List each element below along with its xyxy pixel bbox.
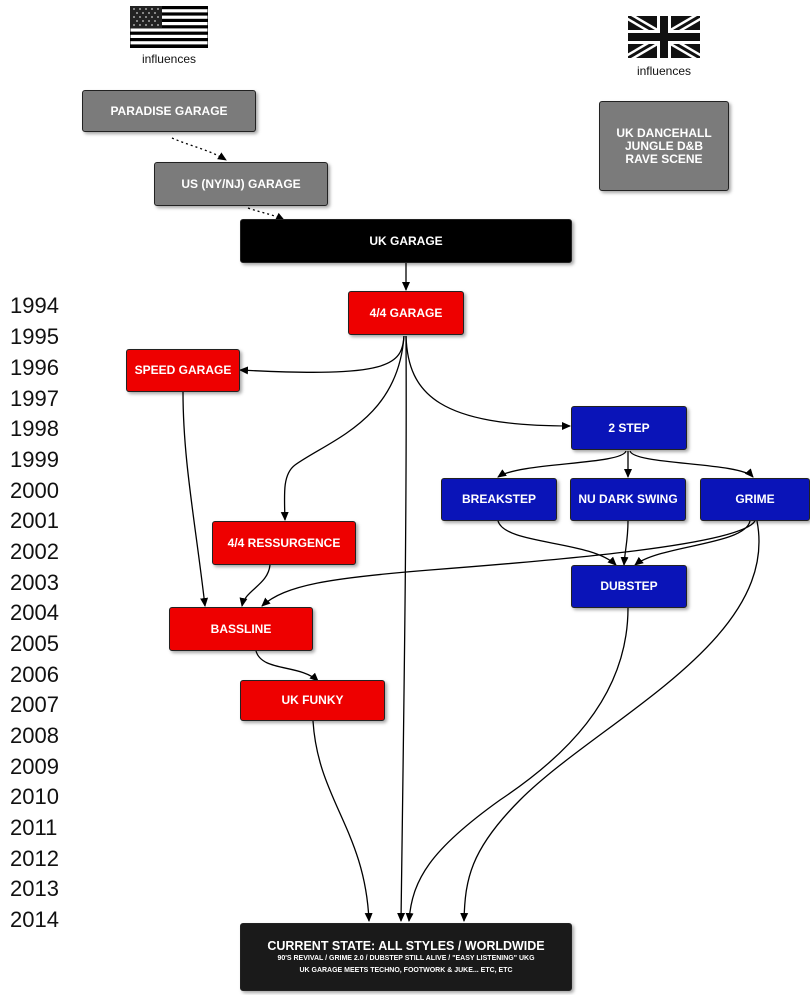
edge-grime-to-dubstep xyxy=(634,520,751,566)
node-uk-influences: UK DANCEHALL JUNGLE D&B RAVE SCENE xyxy=(599,101,729,191)
node-2-step: 2 STEP xyxy=(571,406,687,450)
node-44-ressurgence: 4/4 RESSURGENCE xyxy=(212,521,356,565)
year-label: 2011 xyxy=(10,815,58,840)
year-label: 2007 xyxy=(10,692,59,717)
year-label: 1997 xyxy=(10,386,59,411)
year-label: 2006 xyxy=(10,662,59,687)
edge-2step-to-breakstep xyxy=(497,450,627,478)
year-label: 2004 xyxy=(10,600,59,625)
year-label: 2003 xyxy=(10,570,59,595)
us-flag-icon xyxy=(129,5,209,49)
uk-influences-label: influences xyxy=(636,64,692,78)
edge-grime-to-bassline xyxy=(261,520,756,607)
edge-grime-to-current xyxy=(460,520,760,922)
node-dubstep: DUBSTEP xyxy=(571,565,687,608)
year-label: 2010 xyxy=(10,784,59,809)
node-nu-dark-swing: NU DARK SWING xyxy=(570,478,686,521)
year-label: 2008 xyxy=(10,723,59,748)
year-label: 2000 xyxy=(10,478,59,503)
node-bassline: BASSLINE xyxy=(169,607,313,651)
edge-dubstep-to-current xyxy=(405,607,629,922)
node-grime: GRIME xyxy=(700,478,810,521)
edge-nudark-to-dubstep xyxy=(620,520,629,566)
year-label: 2014 xyxy=(10,907,59,932)
uk-flag-icon xyxy=(625,12,703,62)
node-speed-garage: SPEED GARAGE xyxy=(126,349,240,392)
node-breakstep: BREAKSTEP xyxy=(441,478,557,521)
edge-44-to-2step xyxy=(405,335,571,430)
year-label: 1996 xyxy=(10,355,59,380)
node-us-garage: US (NY/NJ) GARAGE xyxy=(154,162,328,206)
edge-speed-to-bassline xyxy=(182,391,209,607)
edge-paradise-to-us xyxy=(171,137,227,161)
year-label: 2005 xyxy=(10,631,59,656)
current-state-line2: UK GARAGE MEETS TECHNO, FOOTWORK & JUKE.… xyxy=(299,966,513,974)
year-label: 1998 xyxy=(10,416,59,441)
edge-44-to-current xyxy=(397,335,407,922)
node-paradise-garage: PARADISE GARAGE xyxy=(82,90,256,132)
current-state-title: CURRENT STATE: ALL STYLES / WORLDWIDE xyxy=(267,938,545,953)
year-label: 1999 xyxy=(10,447,59,472)
node-uk-garage: UK GARAGE xyxy=(240,219,572,263)
year-label: 2002 xyxy=(10,539,59,564)
edge-ressurgence-to-bassline xyxy=(239,564,271,607)
year-label: 2013 xyxy=(10,876,59,901)
year-label: 2009 xyxy=(10,754,59,779)
node-uk-funky: UK FUNKY xyxy=(240,680,385,721)
year-label: 1994 xyxy=(10,293,59,318)
year-label: 2012 xyxy=(10,846,59,871)
node-44-garage: 4/4 GARAGE xyxy=(348,291,464,335)
node-current-state: CURRENT STATE: ALL STYLES / WORLDWIDE 90… xyxy=(240,923,572,991)
edge-funky-to-current xyxy=(312,720,373,922)
edge-44-to-ressurgence xyxy=(280,335,405,521)
year-label: 2001 xyxy=(10,508,59,533)
us-influences-label: influences xyxy=(141,52,197,66)
year-label: 1995 xyxy=(10,324,59,349)
edge-breakstep-to-dubstep xyxy=(497,520,617,566)
edge-44-to-speed xyxy=(239,335,405,375)
edge-2step-to-grime xyxy=(629,450,754,478)
current-state-line1: 90'S REVIVAL / GRIME 2.0 / DUBSTEP STILL… xyxy=(277,954,535,962)
edge-bassline-to-funky xyxy=(255,650,319,682)
